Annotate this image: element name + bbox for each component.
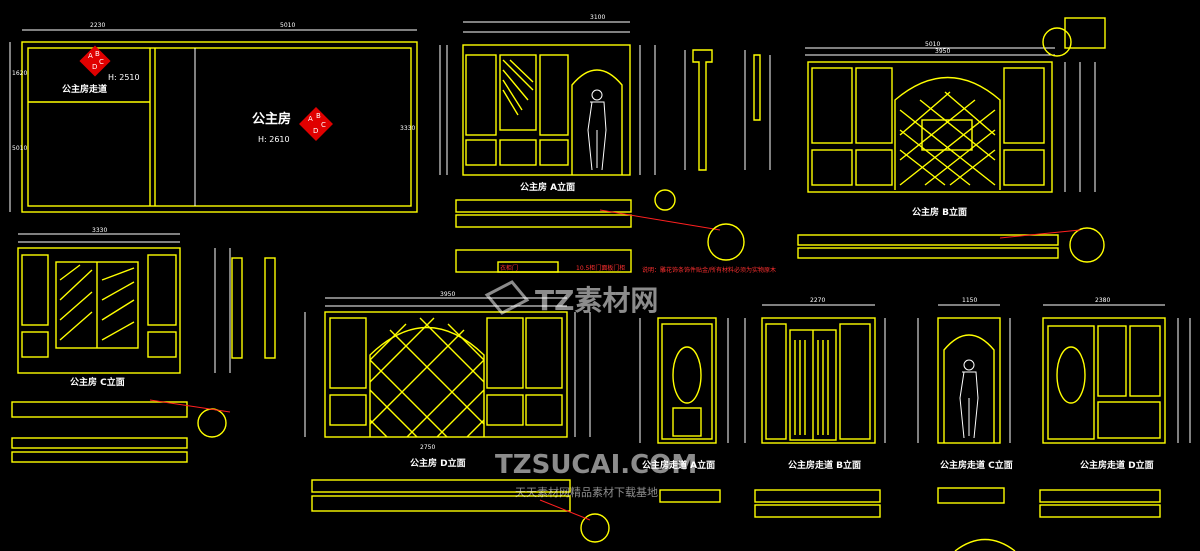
abcd-logo-room: A B C D [299,107,333,141]
logo-letter-d: D [92,63,97,71]
corridor-height: H: 2510 [108,73,140,82]
svg-text:D: D [313,127,318,135]
room-a-elevation: 3100 公主房 A立面 衣柜门 10.5柜门面板门柜 [439,14,745,273]
room-c-elevation: 3330 公主房 C立面 [11,227,276,463]
corridor-b-elevation: 2270 公主房走道 B立面 [744,297,886,518]
logo-letter-a: A [88,52,93,60]
room-height: H: 2610 [258,135,290,144]
logo-letter-b: B [95,50,100,58]
main-note: 说明：雕花饰条饰件贴金/所有材料必须为实物原木 [642,266,776,274]
plan-dim-side-3: 3330 [400,125,415,132]
room-d-elevation: 3950 2750 公主房 D立面 [304,291,610,543]
logo-letter-c: C [99,58,104,66]
room-b-inner-dim: 3950 [935,48,950,55]
callout-1: 衣柜门 [500,264,518,272]
room-a-width-dim: 3100 [590,14,605,21]
plan-dim-top-1: 2230 [90,22,105,29]
corridor-c-elevation: 1150 公主房走道 C立面 [917,297,1013,504]
abcd-logo-corridor: A B C D [79,45,111,77]
corridor-d-elevation: 2380 公主房走道 D立面 [954,297,1191,551]
view-title-room-c: 公主房 C立面 [70,376,125,388]
corr-b-width-dim: 2270 [810,297,825,304]
view-title-corr-d: 公主房走道 D立面 [1080,459,1154,471]
diamond-lattice-panel [369,317,485,438]
room-b-elevation: 5010 3950 公主房 B立面 [797,17,1106,263]
room-c-width-dim: 3330 [92,227,107,234]
lattice-panel [899,91,996,186]
human-figure-icon [587,89,607,171]
svg-text:C: C [321,121,326,129]
plan-dim-side-1: 1620 [12,70,27,77]
room-label: 公主房 [252,111,291,127]
callout-2: 10.5柜门面板门柜 [576,264,625,272]
corr-c-width-dim: 1150 [962,297,977,304]
view-title-room-a: 公主房 A立面 [520,181,575,193]
view-title-room-b: 公主房 B立面 [912,206,967,218]
watermark-tagline: 天天素材网精品素材下载基地 [515,485,658,499]
view-title-corr-b: 公主房走道 B立面 [788,459,861,471]
svg-text:B: B [316,112,321,120]
room-d-arch-dim: 2750 [420,444,435,451]
svg-text:A: A [308,115,313,123]
view-title-room-d: 公主房 D立面 [410,457,466,469]
watermark: TZ素材网 TZSUCAI.COM 天天素材网精品素材下载基地 [484,280,697,499]
room-b-width-dim: 5010 [925,41,940,48]
corr-d-width-dim: 2380 [1095,297,1110,304]
plan-dim-top-2: 5010 [280,22,295,29]
watermark-brand-cn: TZ素材网 [535,284,658,317]
watermark-logo-icon [484,280,530,315]
room-d-width-dim: 3950 [440,291,455,298]
watermark-brand-en: TZSUCAI.COM [495,450,697,480]
corridor-label: 公主房走道 [62,83,107,95]
view-title-corr-a: 公主房走道 A立面 [642,459,715,471]
molding-profile-detail [684,49,771,171]
corridor-a-elevation: 公主房走道 A立面 [639,317,729,503]
view-title-corr-c: 公主房走道 C立面 [940,459,1013,471]
plan-dim-side-2: 5010 [12,145,27,152]
floor-plan: 2230 5010 1620 5010 3330 A B C D H: 2510… [9,22,418,213]
human-figure-icon [959,359,979,439]
